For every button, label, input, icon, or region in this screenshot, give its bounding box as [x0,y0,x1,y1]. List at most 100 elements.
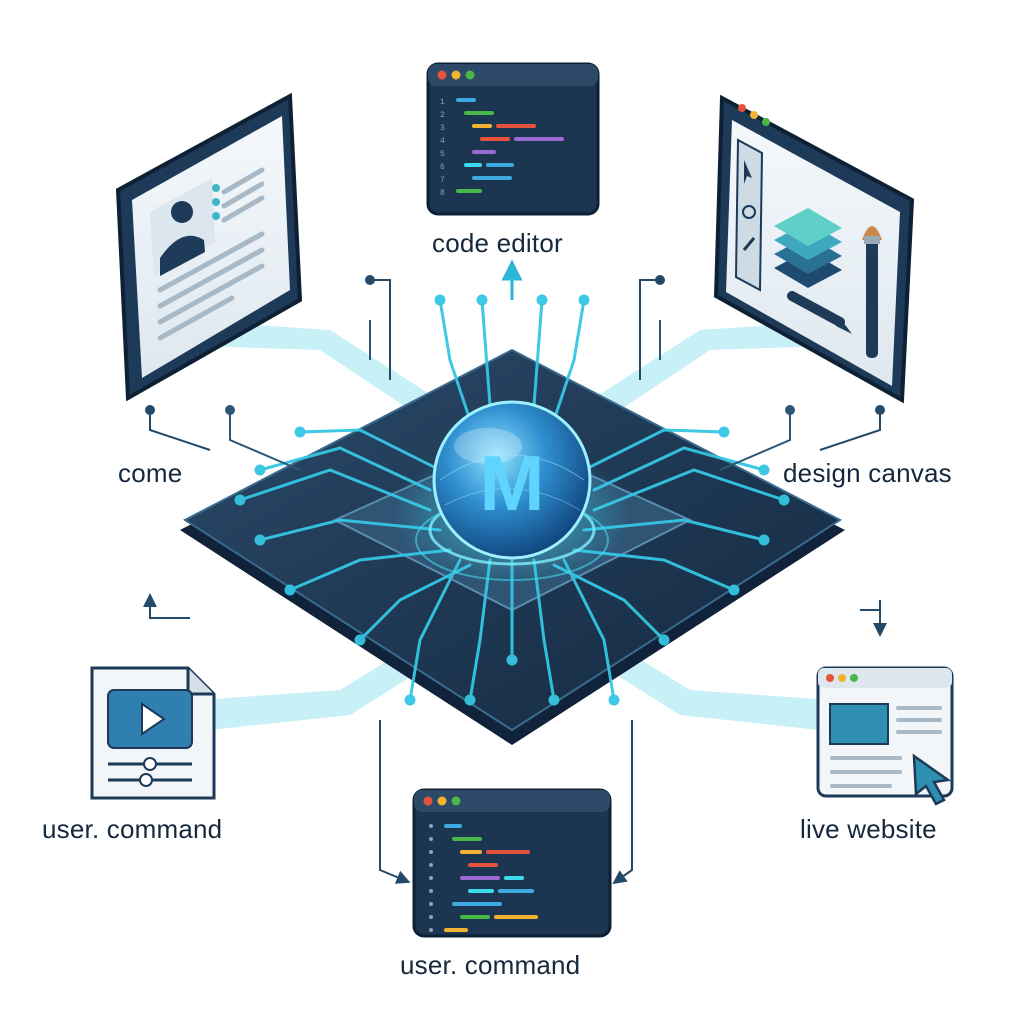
code-token [504,876,524,880]
design-canvas-label: design canvas [783,458,952,488]
central-hub: M [392,400,632,585]
trace-node [284,584,296,596]
trace-node [404,694,416,706]
code-editor-label: code editor [432,228,563,258]
line-marker [429,902,433,906]
code-token [464,111,494,115]
code-token [480,137,510,141]
lead-dot [785,405,795,415]
line-number: 1 [440,98,445,107]
circuit-trace [562,558,616,702]
brush-icon [862,226,882,358]
connector-leads [225,320,795,471]
trace-node [728,584,740,596]
line-number: 4 [440,137,445,146]
code-token [514,137,564,141]
code-token [444,928,468,932]
profile-monitor-label: come [118,458,183,488]
code-editor-node: 1 2 3 4 5 6 7 8 [426,62,600,300]
design-canvas-node [713,94,915,404]
circuit-trace [438,298,472,422]
code-token [472,150,496,154]
code-token [472,124,492,128]
code-token [460,850,482,854]
circuit-trace [358,563,472,642]
circuit-trace [298,428,442,472]
terminal-label: user. command [400,950,581,980]
flow-arrows [143,279,887,885]
video-file-node [90,666,216,800]
line-marker [429,850,433,854]
profile-monitor-node [115,92,303,402]
avatar-icon [171,201,193,223]
line-number: 6 [440,163,445,172]
circuit-trace [552,563,666,642]
line-number: 8 [440,189,445,198]
play-icon [141,702,166,736]
code-token [486,850,530,854]
trace-node [608,694,620,706]
code-token [472,176,512,180]
code-token [460,915,490,919]
code-token [464,163,482,167]
code-token [498,889,534,893]
layers-icon [774,208,842,288]
circuit-traces [234,294,790,706]
line-marker [429,837,433,841]
trace-node [294,426,306,438]
circuit-trace [582,428,726,472]
lead-line [229,410,301,471]
live-website-node [816,666,954,806]
trace-node [354,634,366,646]
line-number: 5 [440,150,445,159]
circuit-trace [552,298,586,422]
line-marker [429,824,433,828]
line-number: 3 [440,124,445,133]
circuit-trace [532,298,544,407]
lead-dot [225,405,235,415]
cursor-icon [912,753,952,806]
trace-node [778,494,790,506]
trace-node [758,464,770,476]
line-marker [429,928,433,932]
line-marker [429,889,433,893]
code-lines [429,824,538,932]
code-token [494,915,538,919]
hub-orb [432,400,592,560]
code-token [468,889,494,893]
live-website-label: live website [800,814,937,844]
trace-node [658,634,670,646]
trace-node [234,494,246,506]
circuit-trace [408,558,462,702]
code-lines: 1 2 3 4 5 6 7 8 [440,98,564,198]
trace-node [758,534,770,546]
trace-node [464,694,476,706]
code-token [452,902,502,906]
line-marker [429,915,433,919]
trace-node [578,294,590,306]
code-token [460,876,500,880]
trace-node [254,464,266,476]
circuit-trace [468,558,492,702]
trace-node [536,294,548,306]
terminal-node [412,788,612,938]
code-token [444,824,462,828]
line-marker [429,863,433,867]
trace-node [254,534,266,546]
trace-node [718,426,730,438]
circuit-trace [258,446,432,492]
code-token [452,837,482,841]
lead-line [719,410,791,471]
line-number: 2 [440,111,445,120]
trace-node [476,294,488,306]
line-number: 7 [440,176,445,185]
video-file-label: user. command [42,814,223,844]
trace-node [506,654,518,666]
code-token [468,863,498,867]
circuit-trace [532,558,556,702]
line-marker [429,876,433,880]
code-token [486,163,514,167]
code-token [456,98,476,102]
trace-node [434,294,446,306]
